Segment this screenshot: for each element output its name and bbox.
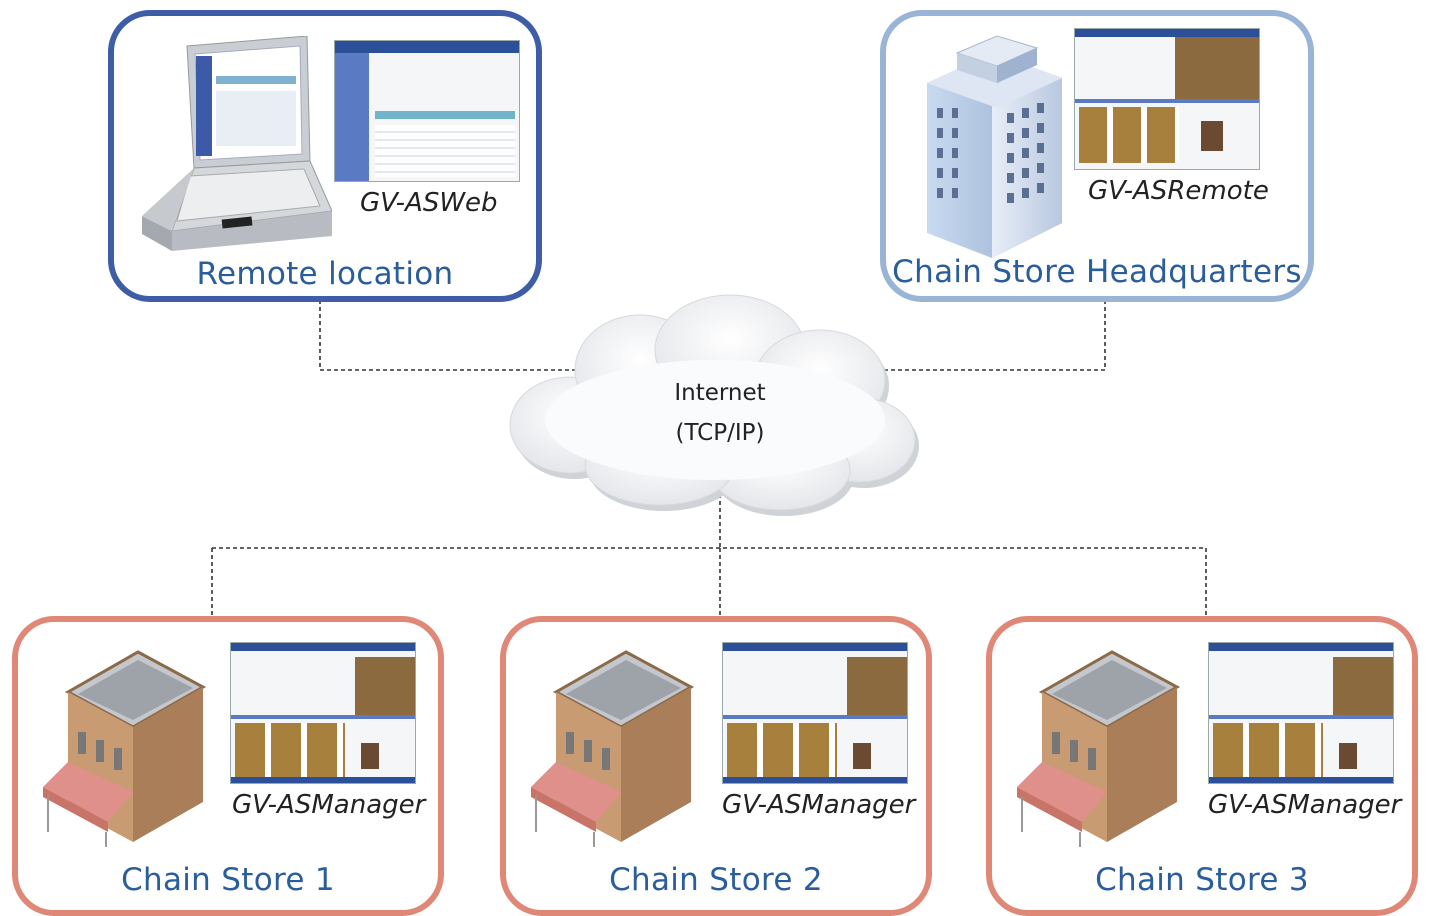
software-caption-asweb: GV-ASWeb xyxy=(360,188,498,218)
software-caption-asmanager-3: GV-ASManager xyxy=(1208,790,1402,820)
cloud-label-line1: Internet xyxy=(674,380,766,406)
asmanager-screenshot-2 xyxy=(722,642,908,784)
node-chain-store-2: GV-ASManager Chain Store 2 xyxy=(500,616,932,916)
asremote-screenshot xyxy=(1074,28,1260,170)
connector-remote-cloud xyxy=(319,300,600,371)
node-label-store1: Chain Store 1 xyxy=(121,862,335,898)
software-caption-asremote: GV-ASRemote xyxy=(1088,176,1269,206)
cloud-icon xyxy=(509,294,919,516)
node-label-store3: Chain Store 3 xyxy=(1095,862,1309,898)
asmanager-screenshot-3 xyxy=(1208,642,1394,784)
node-remote-location: GV-ASWeb Remote location xyxy=(108,10,542,302)
asweb-screenshot xyxy=(334,40,520,182)
software-caption-asmanager-1: GV-ASManager xyxy=(232,790,426,820)
node-label-store2: Chain Store 2 xyxy=(609,862,823,898)
node-chain-store-3: GV-ASManager Chain Store 3 xyxy=(986,616,1418,916)
asmanager-screenshot-1 xyxy=(230,642,416,784)
software-caption-asmanager-2: GV-ASManager xyxy=(722,790,916,820)
node-chain-store-1: GV-ASManager Chain Store 1 xyxy=(12,616,444,916)
node-headquarters: GV-ASRemote Chain Store Headquarters xyxy=(880,10,1314,302)
laptop-icon xyxy=(142,36,332,251)
cloud-label-line2: (TCP/IP) xyxy=(675,420,765,446)
store-building-icon xyxy=(43,650,207,847)
office-building-icon xyxy=(927,35,1062,258)
node-label-hq: Chain Store Headquarters xyxy=(892,254,1302,290)
store-building-icon xyxy=(1017,650,1181,847)
store-building-icon xyxy=(531,650,695,847)
connector-hq-cloud xyxy=(880,300,1106,371)
node-label-remote: Remote location xyxy=(196,256,454,292)
